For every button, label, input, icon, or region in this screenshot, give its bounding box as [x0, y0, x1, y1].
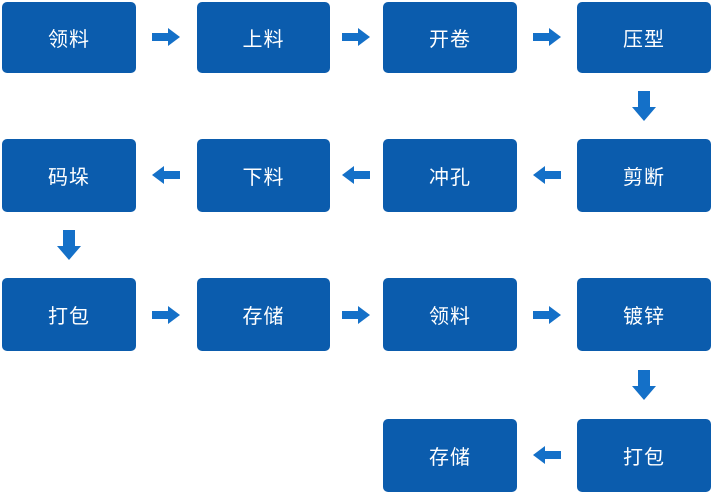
flow-node-uncoiling: 开卷	[383, 2, 517, 73]
flow-node-feeding: 上料	[197, 2, 330, 73]
flow-node-packing: 打包	[2, 278, 136, 351]
arrow-down-icon	[57, 230, 81, 260]
arrow-right-icon	[533, 28, 561, 46]
arrow-left-icon	[152, 166, 180, 184]
arrow-left-icon	[342, 166, 370, 184]
arrow-down-icon	[632, 370, 656, 400]
flow-node-punching: 冲孔	[383, 139, 517, 212]
arrow-down-icon	[632, 91, 656, 121]
flow-node-stacking: 码垛	[2, 139, 136, 212]
flow-node-unloading: 下料	[197, 139, 330, 212]
flow-node-receive-material-2: 领料	[383, 278, 517, 351]
arrow-left-icon	[533, 446, 561, 464]
arrow-right-icon	[533, 306, 561, 324]
flow-node-storage: 存储	[197, 278, 330, 351]
flow-node-press-forming: 压型	[577, 2, 711, 73]
arrow-right-icon	[152, 28, 180, 46]
flow-node-galvanizing: 镀锌	[577, 278, 711, 351]
arrow-right-icon	[342, 306, 370, 324]
arrow-right-icon	[152, 306, 180, 324]
flow-node-storage-2: 存储	[383, 419, 517, 492]
flow-node-receive-material: 领料	[2, 2, 136, 73]
flow-node-packing-2: 打包	[577, 419, 711, 492]
flow-node-shearing: 剪断	[577, 139, 711, 212]
arrow-right-icon	[342, 28, 370, 46]
arrow-left-icon	[533, 166, 561, 184]
